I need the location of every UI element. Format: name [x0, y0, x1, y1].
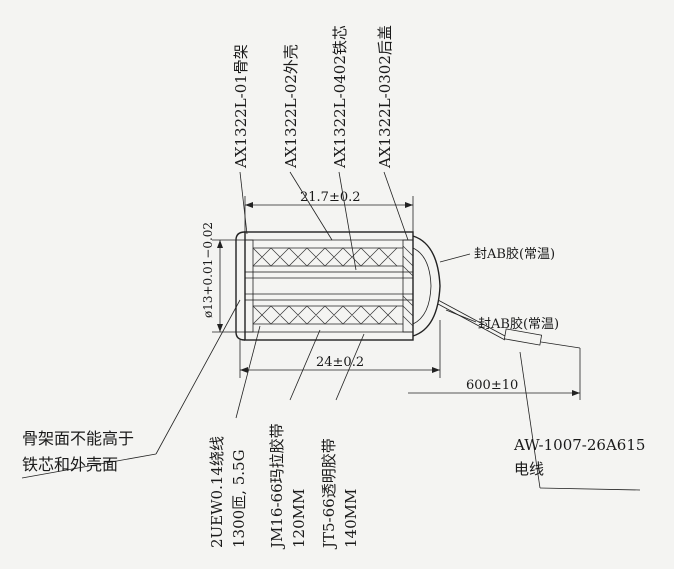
- label-bobbin: AX1322L-01骨架: [232, 44, 250, 169]
- dim-text-length-top: 21.7±0.2: [300, 190, 361, 205]
- bobbin-face-left: [235, 231, 246, 341]
- leader-bobbin-note: [155, 299, 241, 455]
- glue-dome: [412, 235, 441, 337]
- rear-cover-hatch: [402, 245, 414, 327]
- dimension-lines: [212, 196, 581, 400]
- glue-dome-inner: [412, 247, 432, 325]
- iron-core: [244, 271, 414, 301]
- label-rear-cover: AX1322L-0302后盖: [376, 25, 394, 169]
- spec-tape1-line2: 120MM: [290, 489, 308, 548]
- dim-text-lead-length: 600±10: [466, 378, 518, 393]
- lead-wire-a: [437, 299, 506, 337]
- note-bobbin-line2: 铁芯和外壳面: [22, 455, 118, 474]
- leader-core: [338, 171, 357, 271]
- lead-wires: [437, 299, 581, 349]
- spec-tape2-line2: 140MM: [342, 489, 360, 548]
- dim-text-diameter: ø13+0.01−0.02: [201, 222, 215, 318]
- spec-tape2-line1: JT5-66透明胶带: [320, 438, 338, 550]
- leader-bobbin: [239, 171, 248, 235]
- leader-wire: [519, 351, 541, 489]
- spec-coil-line2: 1300匝, 5.5G: [230, 449, 248, 548]
- label-wire-line1: AW-1007-26A615: [513, 436, 645, 454]
- leader-tape-2: [335, 333, 365, 401]
- bobbin-flange-left: [244, 239, 254, 333]
- label-core: AX1322L-0402铁芯: [331, 25, 349, 169]
- underline-bobbin-note: [21, 453, 157, 479]
- note-bobbin-line1: 骨架面不能高于: [22, 429, 134, 448]
- leader-coil-spec: [235, 325, 261, 419]
- leader-lines: [21, 171, 641, 491]
- underline-wire: [539, 487, 641, 491]
- dim-arrow-lead: [572, 390, 580, 396]
- wire-end: [540, 341, 581, 349]
- dim-text-length-bottom: 24±0.2: [316, 355, 364, 370]
- label-seal-lower: 封AB胶(常温): [478, 316, 559, 332]
- coil-hatch-bottom: [252, 305, 398, 325]
- spec-coil-line1: 2UEW0.14绕线: [208, 436, 226, 548]
- coil-hatch-top: [252, 247, 398, 267]
- bobbin-flange-right: [402, 239, 414, 333]
- wire-tip-sleeve: [503, 328, 543, 346]
- label-wire-line2: 电线: [514, 460, 544, 478]
- lead-wire-b: [437, 303, 506, 341]
- leader-shell: [289, 171, 333, 241]
- label-seal-upper: 封AB胶(常温): [474, 246, 555, 262]
- leader-rear-cover: [383, 171, 409, 241]
- label-shell: AX1322L-02外壳: [282, 44, 300, 169]
- leader-seal-upper: [439, 253, 471, 263]
- leader-tape-1: [289, 329, 321, 401]
- spec-tape1-line1: JM16-66玛拉胶带: [268, 423, 286, 550]
- leader-seal-lower: [445, 309, 477, 323]
- solenoid-body: [235, 231, 441, 341]
